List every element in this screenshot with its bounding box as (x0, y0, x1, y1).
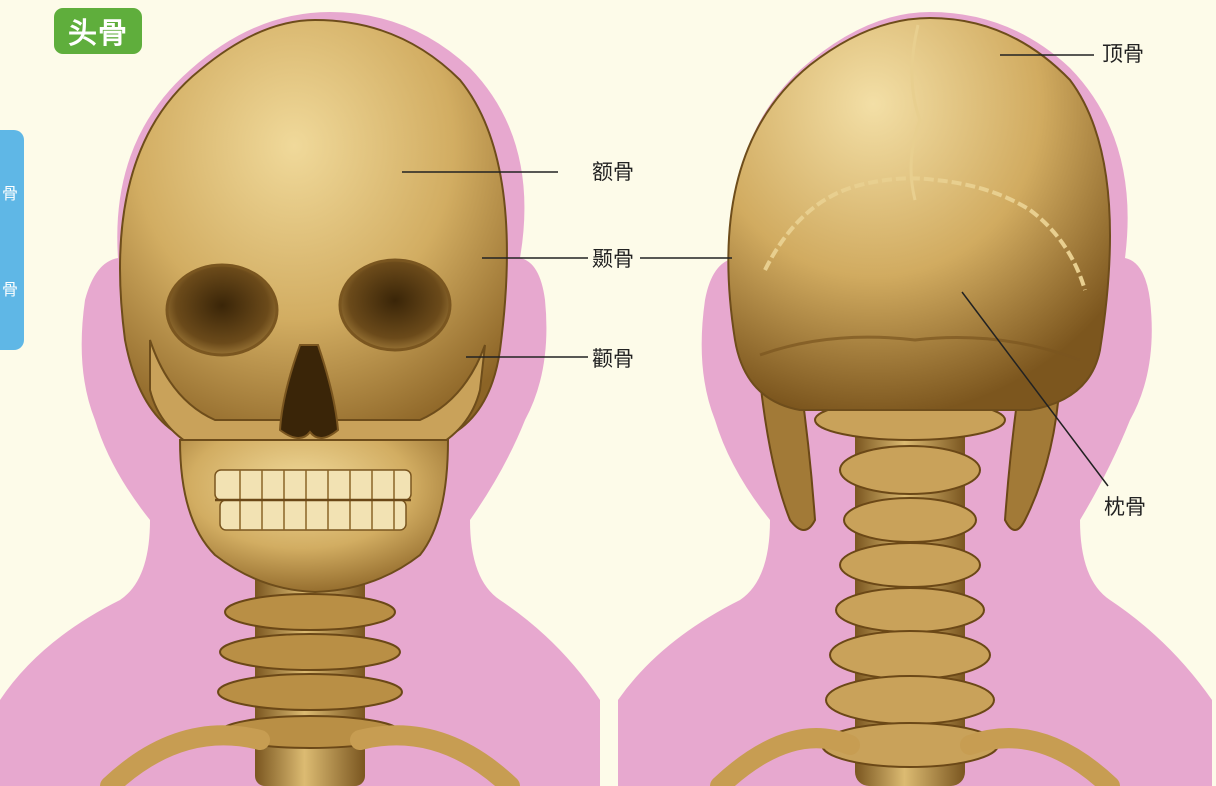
front-teeth (215, 470, 411, 530)
label-frontal-bone: 额骨 (592, 162, 634, 183)
front-right-orbit (340, 260, 450, 350)
front-left-orbit (167, 265, 277, 355)
label-temporal-bone: 颞骨 (592, 249, 634, 270)
front-view (0, 12, 600, 786)
label-parietal-bone: 顶骨 (1102, 44, 1144, 65)
label-zygomatic-bone: 颧骨 (592, 349, 634, 370)
page-title-badge: 头骨 (54, 8, 142, 54)
label-occipital-bone: 枕骨 (1104, 497, 1146, 518)
side-section-tab[interactable]: 骨 骨 (0, 130, 24, 350)
side-tab-glyph: 骨 (2, 180, 18, 204)
back-view (618, 12, 1212, 786)
side-tab-glyph: 骨 (2, 276, 18, 300)
